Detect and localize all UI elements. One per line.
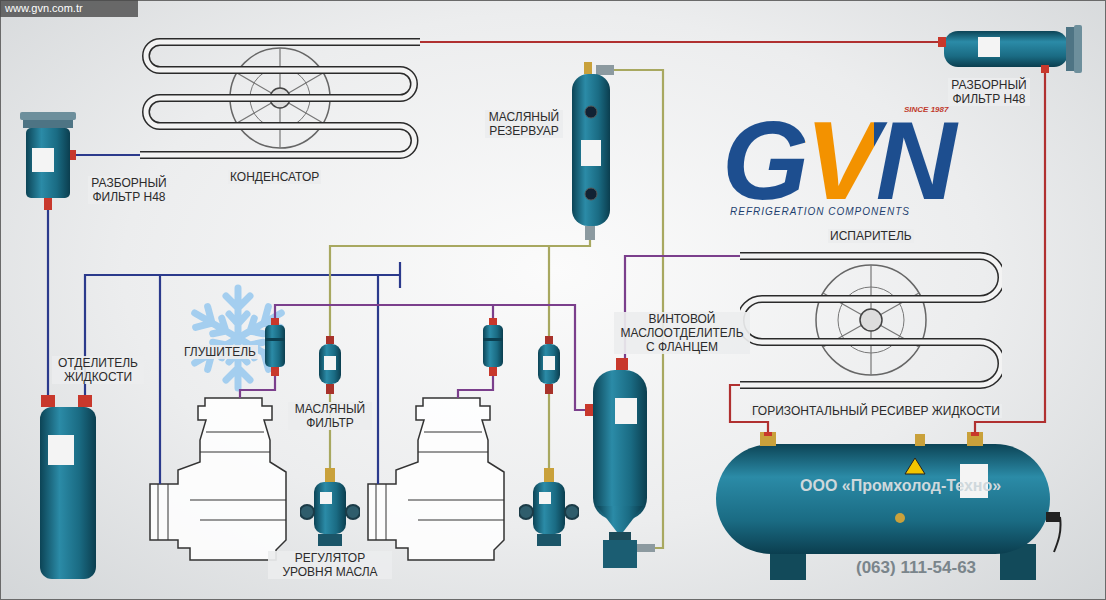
pipe-line — [330, 240, 590, 336]
component-shape — [740, 256, 1002, 385]
component-shape — [140, 42, 420, 155]
component-drawing — [20, 112, 76, 210]
watermark: (063) 111-54-63 — [856, 558, 976, 578]
component-label: ОТДЕЛИТЕЛЬ ЖИДКОСТИ — [52, 356, 144, 384]
component-shape — [265, 318, 285, 376]
component-label: МАСЛЯНЫЙ РЕЗЕРВУАР — [485, 110, 563, 138]
website-url: www.gvn.com.tr — [5, 2, 83, 15]
component-label: МАСЛЯНЫЙ ФИЛЬТР — [288, 402, 372, 430]
component-drawing — [317, 336, 343, 394]
discharge-line — [240, 305, 493, 398]
snowflake-arm — [189, 303, 244, 349]
component-label: РЕГУЛЯТОР УРОВНЯ МАСЛА — [268, 551, 392, 579]
component-shape — [319, 336, 341, 394]
filter-drier: РАЗБОРНЫЙ ФИЛЬТР H48 — [938, 25, 1086, 73]
component-shape — [572, 62, 614, 240]
filter-drier: РАЗБОРНЫЙ ФИЛЬТР H48 — [20, 112, 76, 210]
component-drawing — [740, 245, 1002, 393]
liquid-separator: ОТДЕЛИТЕЛЬ ЖИДКОСТИ — [38, 395, 98, 583]
snowflake-icon — [189, 288, 288, 388]
oil-filter: МАСЛЯНЫЙ ФИЛЬТР — [317, 336, 343, 394]
oil-level-regulator-drawing — [519, 468, 579, 546]
pipe-line — [76, 154, 140, 156]
silencer-drawing — [483, 318, 503, 376]
component-drawing — [585, 358, 655, 568]
compressor-detail — [158, 432, 286, 540]
oil-separator: ВИНТОВОЙ МАСЛООТДЕЛИТЕЛЬ С ФЛАНЦЕМ — [585, 358, 655, 568]
component-shape — [585, 358, 655, 568]
brand-logo: GVN — [722, 105, 959, 217]
compressor-outline — [368, 398, 504, 560]
component-drawing — [938, 25, 1086, 73]
component-label: КОНДЕНСАТОР — [228, 170, 321, 184]
brand-tagline: REFRIGERATION COMPONENTS — [730, 206, 910, 218]
component-shape — [938, 25, 1082, 73]
component-drawing — [38, 395, 98, 583]
component-shape — [40, 395, 96, 579]
component-drawing — [300, 468, 360, 546]
component-label: ГЛУШИТЕЛЬ — [182, 345, 258, 359]
component-shape — [300, 468, 360, 546]
pipe-line — [47, 210, 49, 395]
component-drawing — [140, 35, 420, 160]
pipe-line — [275, 305, 585, 410]
oil-reservoir: МАСЛЯНЫЙ РЕЗЕРВУАР — [568, 62, 614, 240]
component-label: РАЗБОРНЫЙ ФИЛЬТР H48 — [948, 78, 1030, 106]
brand-year: SINCE 1987 — [904, 105, 948, 115]
component-label: ВИНТОВОЙ МАСЛООТДЕЛИТЕЛЬ С ФЛАНЦЕМ — [614, 312, 750, 354]
compressor-outline — [150, 398, 286, 560]
silencer: ГЛУШИТЕЛЬ — [262, 318, 288, 376]
evaporator-coil: ИСПАРИТЕЛЬ — [740, 245, 1002, 393]
watermark: ООО «Промхолод-Техно» — [800, 476, 1001, 495]
component-label: ГОРИЗОНТАЛЬНЫЙ РЕСИВЕР ЖИДКОСТИ — [750, 404, 1002, 418]
compressor-body — [150, 398, 286, 560]
component-label: ИСПАРИТЕЛЬ — [828, 229, 914, 243]
condenser-coil: КОНДЕНСАТОР — [140, 35, 420, 160]
component-shape — [716, 432, 1061, 580]
component-drawing — [568, 62, 614, 240]
pipe-line — [975, 73, 1045, 432]
url-band — [0, 0, 138, 17]
oil-filter-drawing — [538, 336, 560, 394]
component-drawing — [262, 318, 288, 376]
pipe-line — [420, 41, 938, 43]
component-label: РАЗБОРНЫЙ ФИЛЬТР H48 — [88, 176, 170, 204]
component-shape — [20, 112, 76, 210]
oil-level-regulator: РЕГУЛЯТОР УРОВНЯ МАСЛА — [300, 468, 360, 546]
